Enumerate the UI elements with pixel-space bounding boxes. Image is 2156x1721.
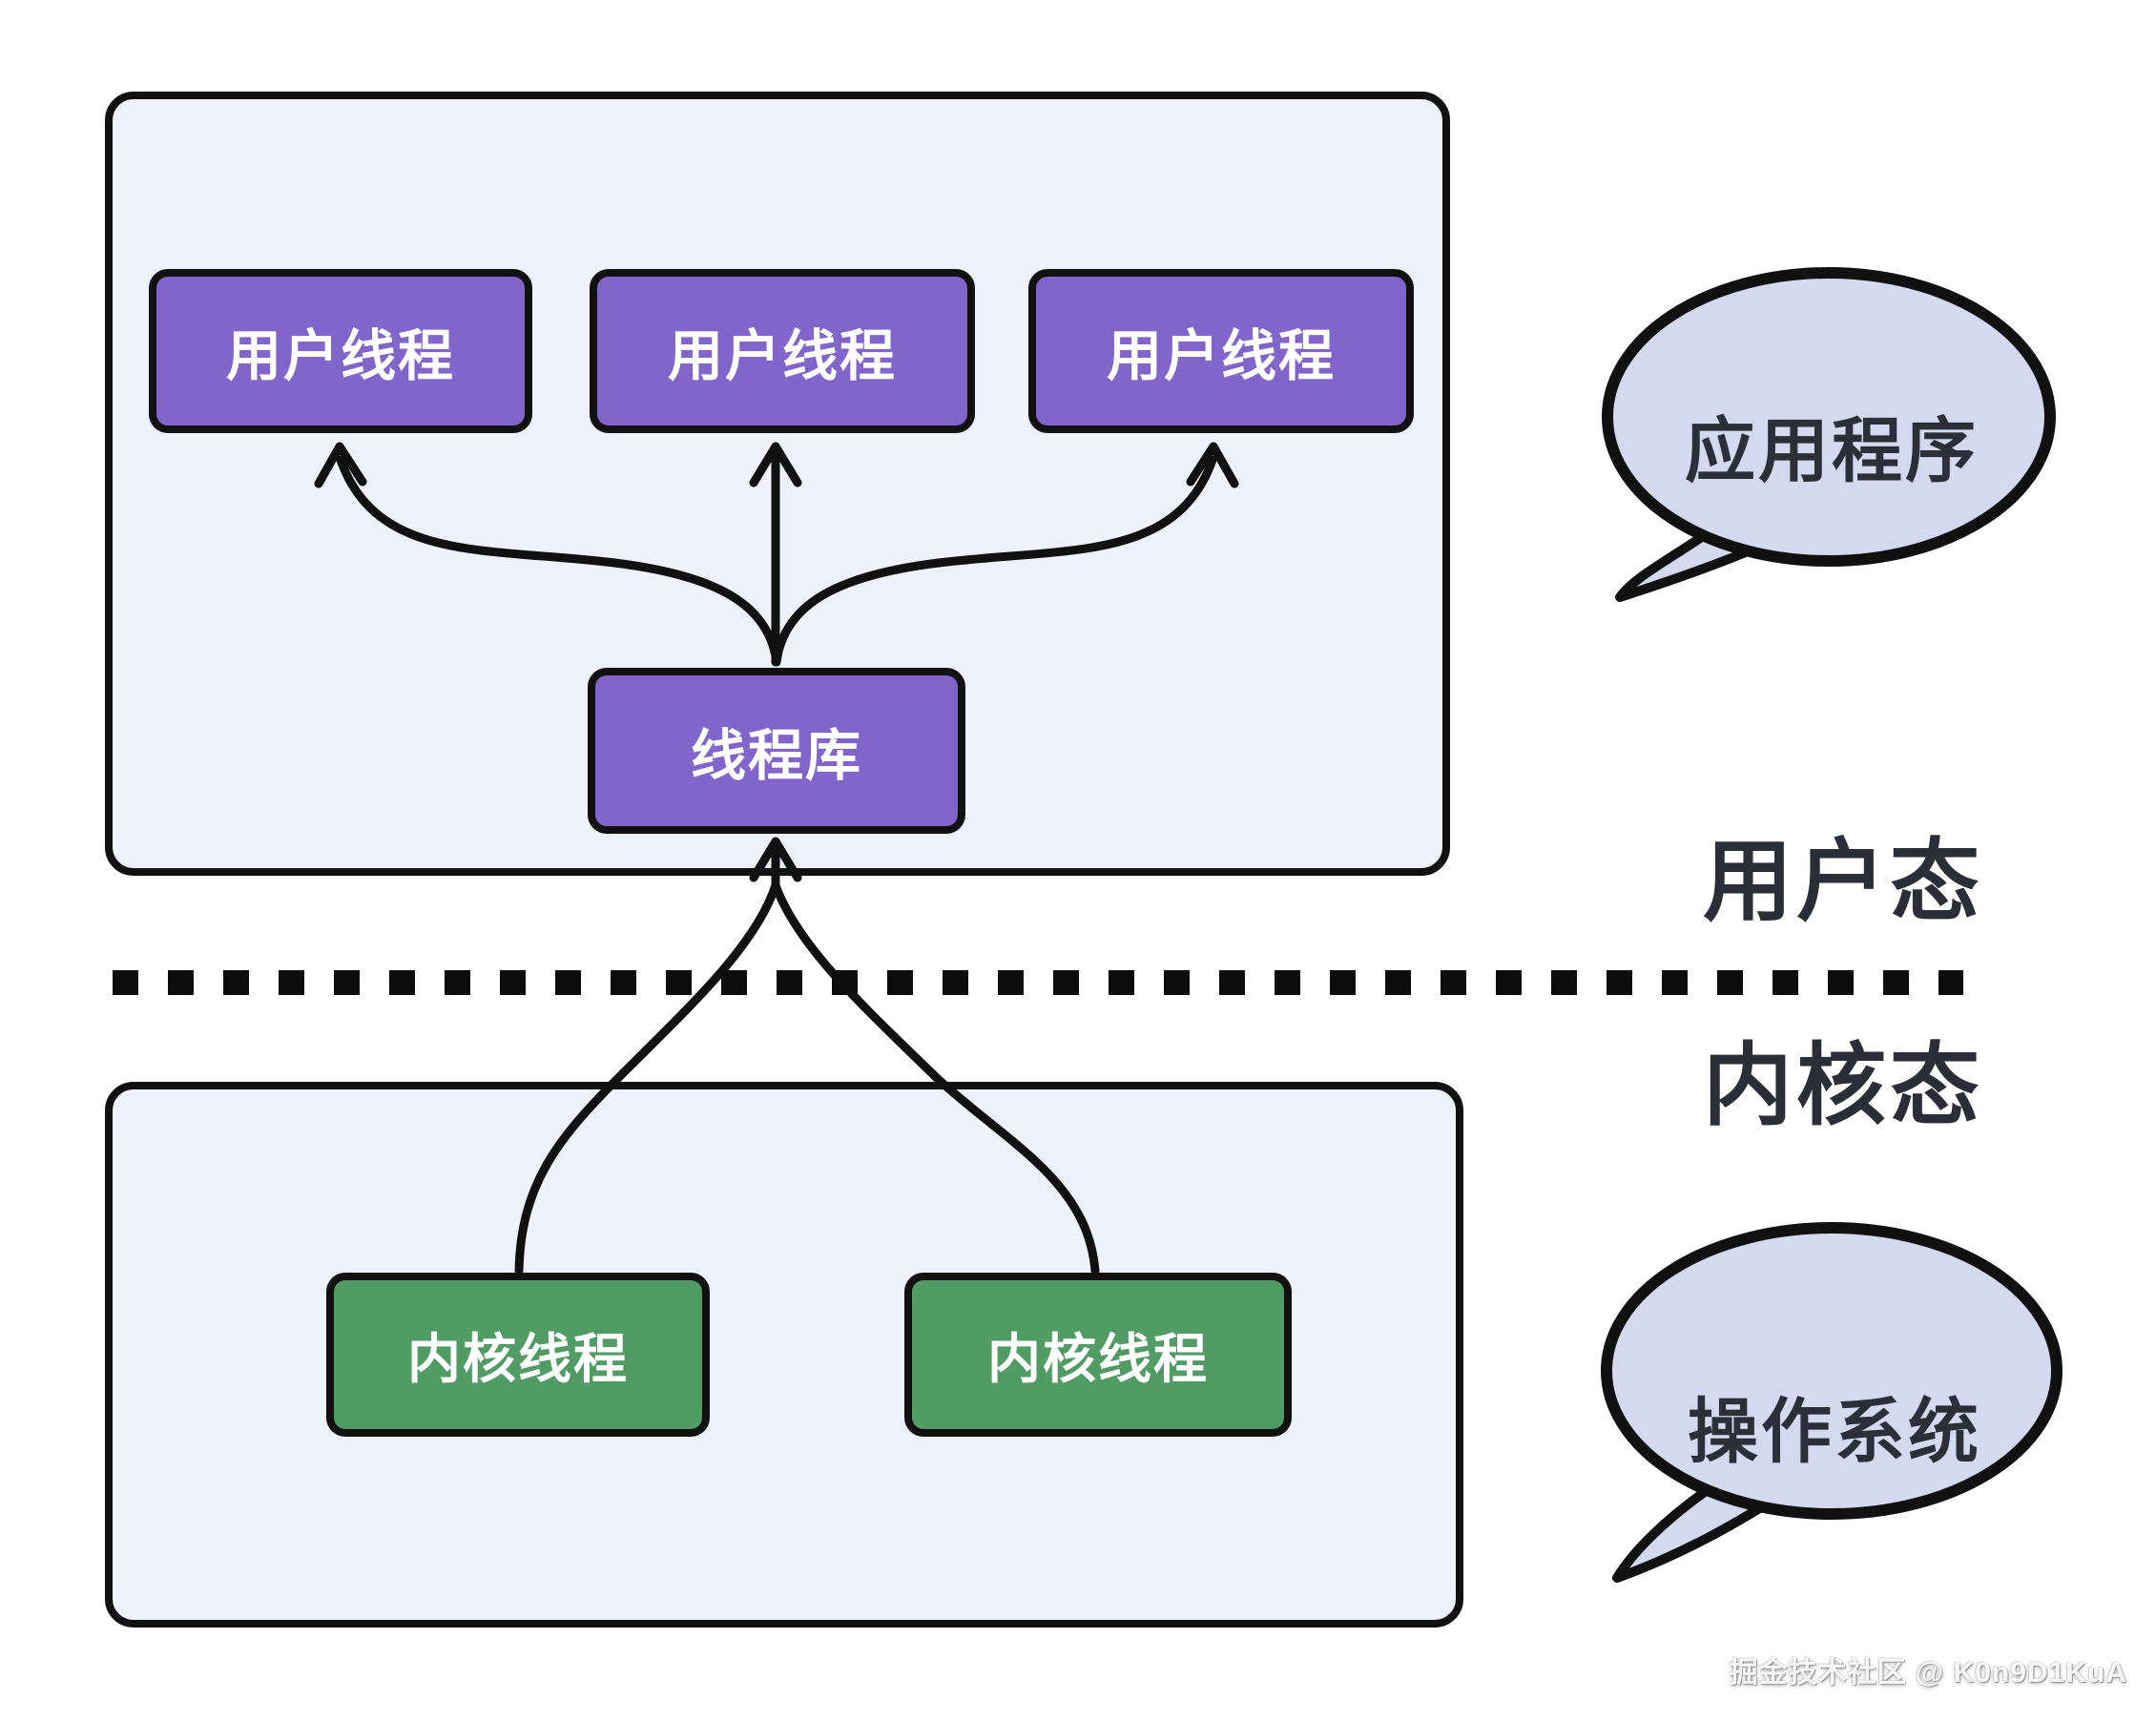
user-thread-label-2: 用户线程	[667, 325, 897, 387]
user-thread-label-3: 用户线程	[1106, 325, 1336, 387]
kernel-mode-label: 内核态	[1702, 1035, 1983, 1135]
os-bubble-label: 操作系统	[1688, 1391, 1981, 1471]
kernel-thread-box-1: 内核线程	[326, 1273, 710, 1437]
user-thread-box-3: 用户线程	[1028, 269, 1414, 433]
user-thread-box-1: 用户线程	[149, 269, 532, 433]
kernel-thread-label-2: 内核线程	[987, 1328, 1209, 1389]
watermark-text: 掘金技术社区 @ K0n9D1KuA	[1729, 1657, 2127, 1689]
user-thread-box-2: 用户线程	[590, 269, 975, 433]
os-bubble-tail	[1612, 1480, 1781, 1583]
kernel-thread-box-2: 内核线程	[904, 1273, 1292, 1437]
user-thread-label-1: 用户线程	[225, 325, 455, 387]
user-mode-label: 用户态	[1702, 831, 1983, 931]
thread-library-label: 线程库	[690, 725, 862, 787]
thread-library-box: 线程库	[588, 668, 965, 834]
kernel-thread-label-1: 内核线程	[407, 1328, 629, 1389]
application-bubble-tail	[1615, 522, 1779, 602]
application-bubble-label: 应用程序	[1685, 410, 1979, 490]
